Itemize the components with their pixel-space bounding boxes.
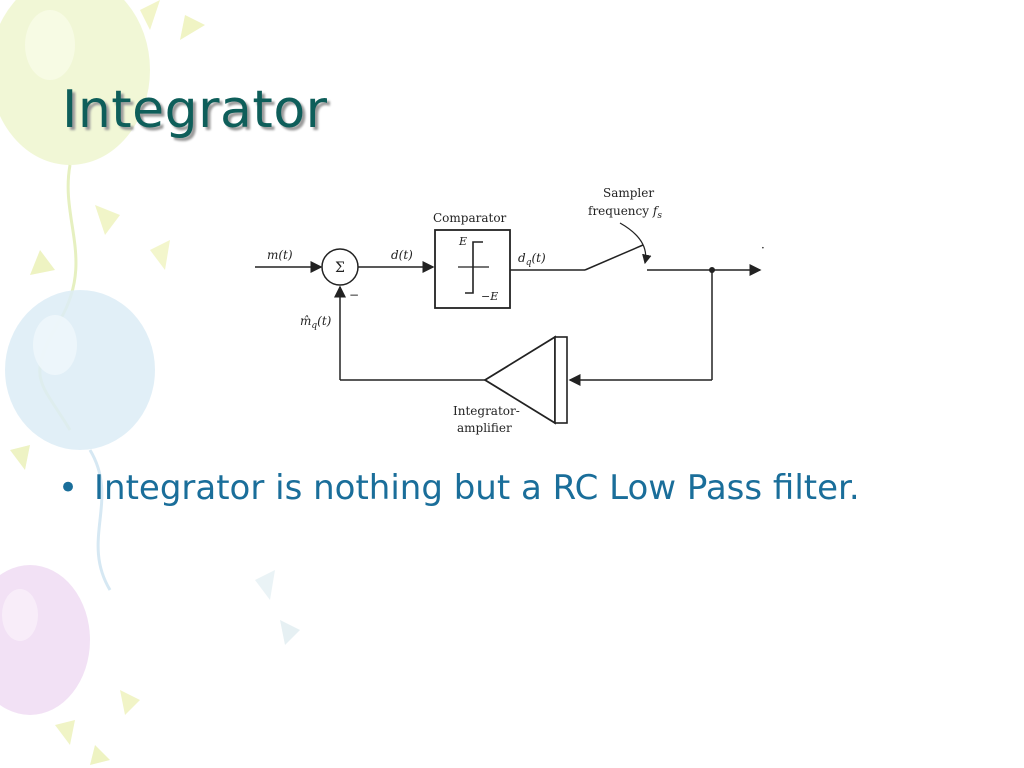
bullet-marker: • [58, 468, 79, 508]
bullet-list: • Integrator is nothing but a RC Low Pas… [58, 465, 938, 511]
sampler-label-line2: frequency fs [588, 204, 662, 221]
feedback-signal-label: m̂q(t) [300, 314, 332, 331]
summer-symbol: Σ [335, 260, 345, 276]
comparator-title: Comparator [433, 211, 507, 225]
page-title: Integrator [62, 80, 328, 140]
sampler-label-line1: Sampler [603, 186, 654, 200]
quantized-signal-label: dq(t) [518, 251, 546, 268]
bullet-text: Integrator is nothing but a RC Low Pass … [94, 468, 860, 508]
comparator-high-label: E [458, 235, 467, 248]
summer-minus-sign: − [349, 288, 359, 302]
input-signal-label: m(t) [267, 248, 293, 262]
integrator-label-line1: Integrator- [453, 404, 520, 418]
comparator-low-label: −E [481, 290, 498, 303]
bullet-item: • Integrator is nothing but a RC Low Pas… [58, 465, 938, 511]
integrator-amplifier-base [554, 336, 568, 424]
error-signal-label: d(t) [391, 248, 413, 262]
sampler-switch [584, 244, 644, 271]
output-terminal-mark: · [761, 241, 765, 255]
sampler-rotation-arrow [619, 222, 652, 265]
delta-modulation-diagram: m(t) Σ − d(t) Comparator E −E dq(t) Samp… [255, 186, 765, 435]
integrator-label-line2: amplifier [457, 421, 512, 435]
